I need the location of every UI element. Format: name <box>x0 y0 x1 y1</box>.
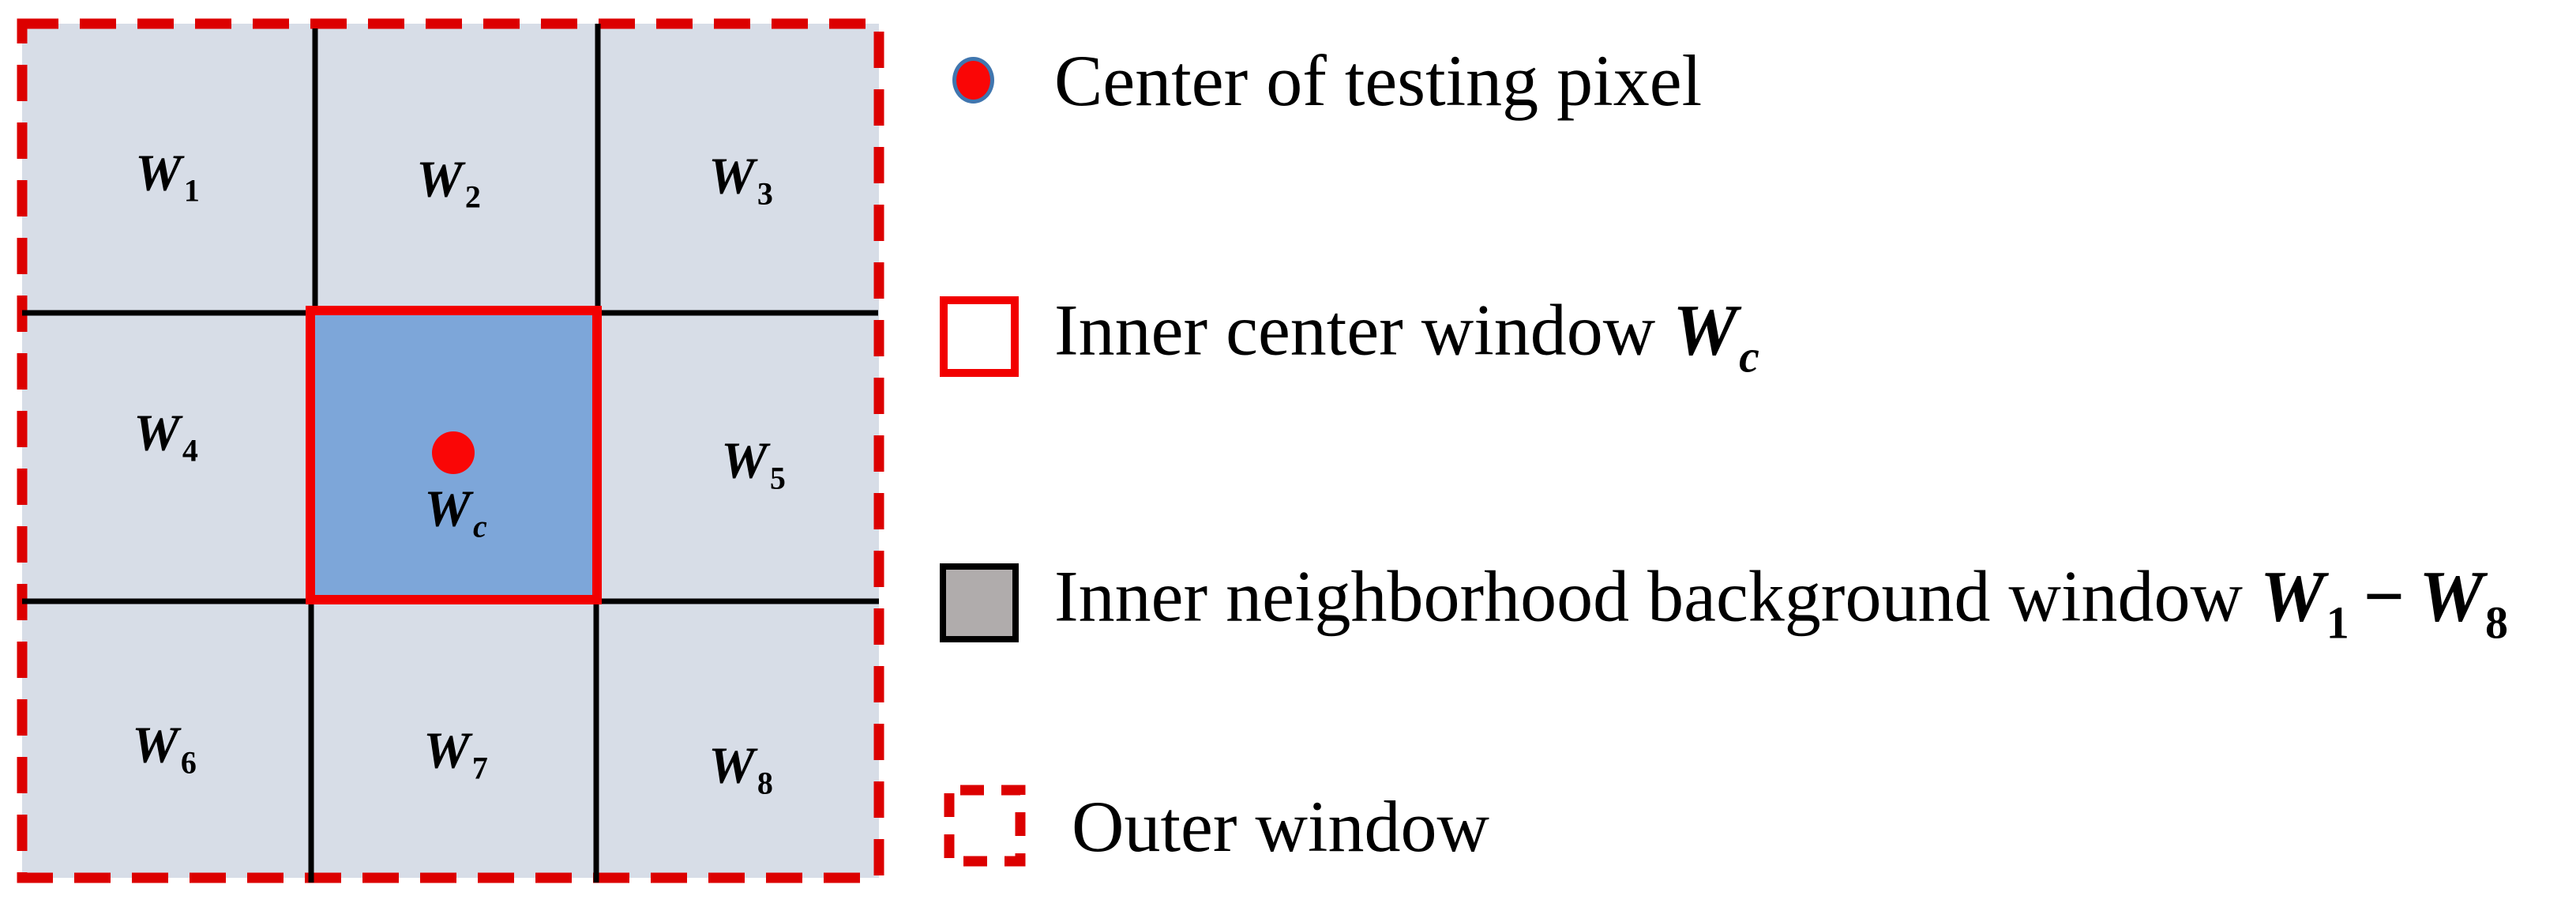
inner-neighborhood-text: Inner neighborhood background window <box>1054 555 2243 637</box>
w4-sub: 4 <box>182 432 198 469</box>
cell-label-w4: W4 <box>133 404 198 469</box>
cell-label-w7: W7 <box>423 725 488 785</box>
outer-window-marker-rect <box>944 785 1026 867</box>
w1-symbol: W1 <box>2259 555 2349 646</box>
w8-symbol-sub: 8 <box>2484 597 2508 649</box>
minus-separator: − <box>2363 555 2405 637</box>
wc-symbol-sub: c <box>1739 330 1759 382</box>
inner-center-window-marker-icon <box>940 296 1019 377</box>
w2-sub: 2 <box>464 179 481 215</box>
inner-center-window-symbol: Wc <box>1673 289 1759 380</box>
legend-label-outer-window: Outer window <box>1072 786 1489 867</box>
wc-sub: c <box>472 508 487 544</box>
w7-base: W <box>423 721 470 780</box>
window-grid-svg <box>17 18 884 883</box>
window-grid-diagram: W1 W2 W3 W4 W5 W6 W7 W8 Wc <box>0 0 900 911</box>
cell-label-wc: Wc <box>424 483 487 544</box>
w5-sub: 5 <box>769 460 786 496</box>
w3-sub: 3 <box>757 175 773 212</box>
w8-base: W <box>708 736 755 795</box>
cell-label-w8: W8 <box>708 740 773 800</box>
wc-symbol-base: W <box>1673 289 1738 371</box>
w3-base: W <box>708 147 755 205</box>
w8-sub: 8 <box>757 765 773 801</box>
w1-symbol-base: W <box>2259 555 2325 637</box>
w8-symbol-base: W <box>2419 555 2484 637</box>
cell-label-w2: W2 <box>416 150 481 215</box>
w6-base: W <box>132 716 178 774</box>
w2-base: W <box>416 150 463 209</box>
inner-center-window-text: Inner center window <box>1054 289 1656 371</box>
neighborhood-window-marker-icon <box>940 563 1019 642</box>
outer-window-marker-icon <box>944 785 1026 867</box>
legend-label-center-pixel: Center of testing pixel <box>1054 40 1703 121</box>
w8-symbol: W8 <box>2419 555 2508 646</box>
cell-label-w3: W3 <box>708 147 773 212</box>
wc-base: W <box>424 480 471 538</box>
w1-base: W <box>135 144 182 202</box>
w7-sub: 7 <box>471 750 488 786</box>
cell-label-w5: W5 <box>721 435 786 495</box>
center-pixel-marker-icon <box>952 57 994 104</box>
w1-sub: 1 <box>183 172 200 209</box>
w5-base: W <box>721 431 768 490</box>
cell-label-w6: W6 <box>132 716 197 781</box>
w1-symbol-sub: 1 <box>2326 597 2349 649</box>
cell-label-w1: W1 <box>135 144 200 209</box>
outer-window-dashed-border <box>17 18 884 883</box>
center-pixel-dot <box>432 431 475 474</box>
w4-base: W <box>133 404 180 462</box>
w6-sub: 6 <box>180 744 197 781</box>
